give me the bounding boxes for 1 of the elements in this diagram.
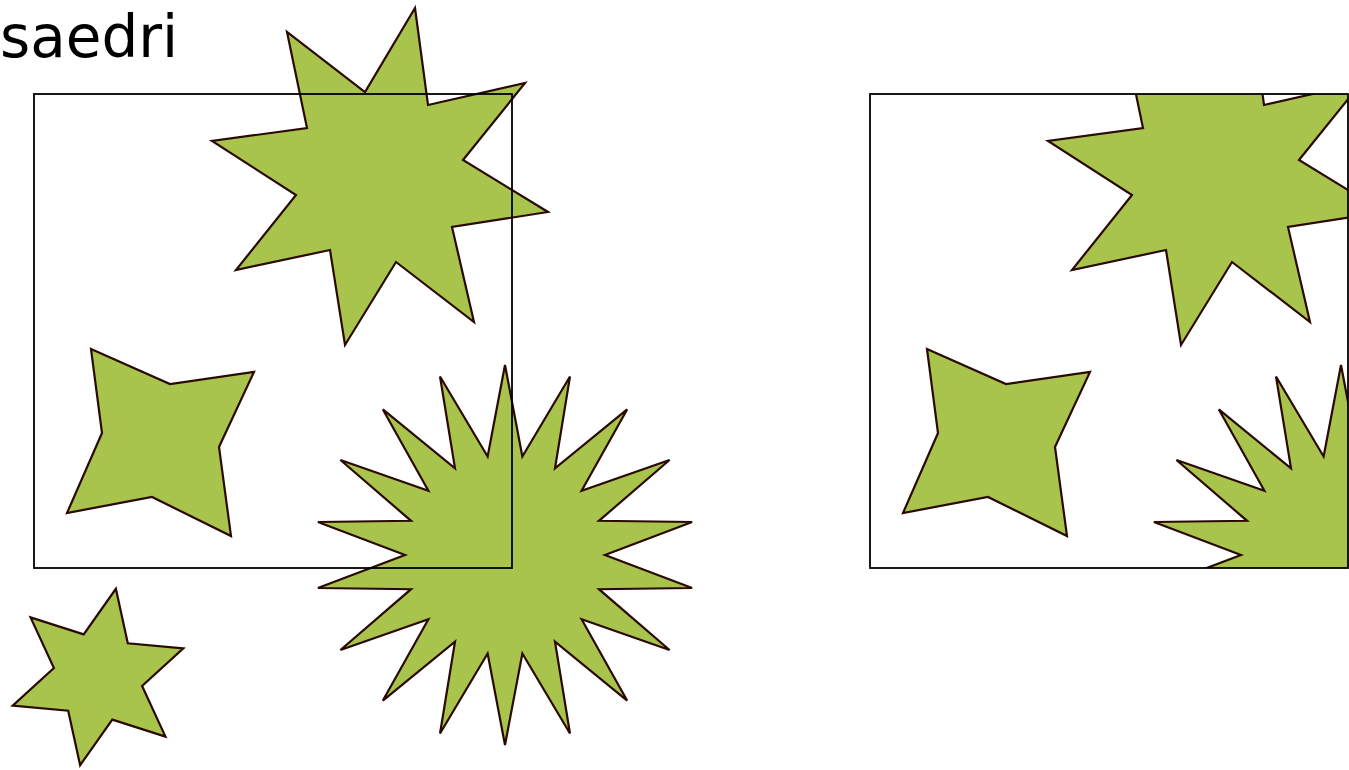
heading-text: saedri xyxy=(0,8,179,66)
